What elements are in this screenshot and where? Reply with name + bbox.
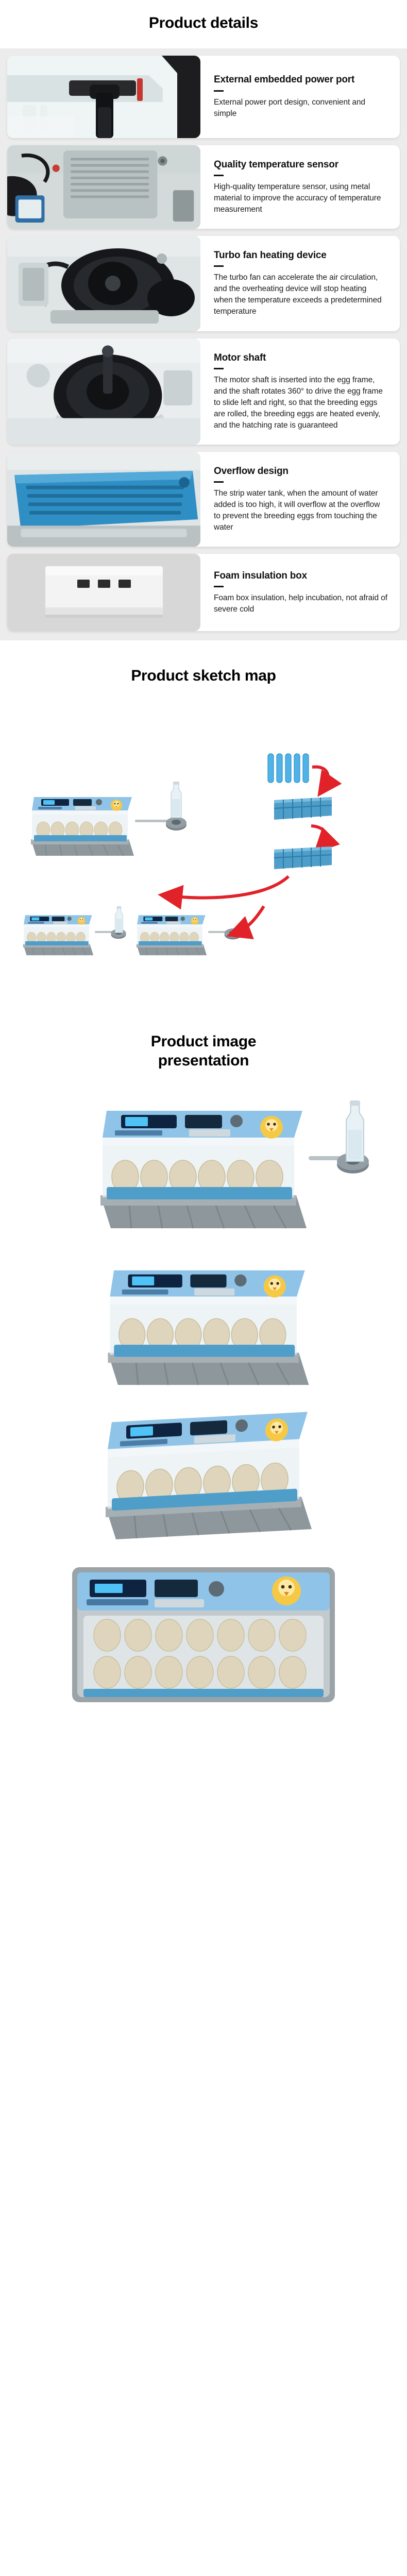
feature-description: High-quality temperature sensor, using m… (214, 182, 381, 214)
foam-box-photo (7, 554, 200, 632)
feature-description: External power port design, convenient a… (214, 97, 365, 118)
feature-card-text: Overflow design The strip water tank, wh… (200, 452, 400, 547)
feature-title: Quality temperature sensor (214, 159, 338, 170)
feature-card-text: External embedded power port External po… (200, 56, 400, 138)
feature-description: The strip water tank, when the amount of… (214, 489, 380, 532)
feature-card-text: Motor shaft The motor shaft is inserted … (200, 338, 400, 445)
sketch-node-egg-tray-top (274, 796, 340, 853)
feature-card: Foam insulation box Foam box insulation,… (7, 554, 400, 632)
title-divider (214, 367, 224, 369)
power-port-photo (7, 55, 200, 138)
product-sketch-heading-block: Product sketch map (0, 640, 407, 704)
title-divider (214, 481, 224, 483)
product-gallery-heading-block: Product image presentation (0, 1008, 407, 1086)
sketch-node-bottle-stack (267, 753, 342, 797)
feature-card: Quality temperature sensor High-quality … (7, 145, 400, 229)
feature-description: Foam box insulation, help incubation, no… (214, 594, 387, 614)
feature-title: External embedded power port (214, 74, 355, 86)
feature-title: Overflow design (214, 465, 289, 477)
turbo-fan-photo (7, 235, 200, 331)
incubator-side-angle-lid (0, 1395, 407, 1550)
feature-title: Turbo fan heating device (214, 250, 327, 261)
sketch-map-diagram (0, 704, 407, 1008)
feature-card-text: Quality temperature sensor High-quality … (200, 145, 400, 229)
feature-card: Turbo fan heating device The turbo fan c… (7, 235, 400, 331)
page-title: Product details (148, 14, 259, 31)
feature-description: The motor shaft is inserted into the egg… (214, 375, 383, 430)
feature-card-text: Foam insulation box Foam box insulation,… (200, 554, 400, 631)
feature-card: Overflow design The strip water tank, wh… (7, 451, 400, 547)
incubator-front-angle-with-bottle (0, 1086, 407, 1241)
temperature-sensor-photo (7, 145, 200, 229)
product-image-gallery (0, 1086, 407, 1725)
section-title-gallery-line1: Product image (150, 1032, 257, 1050)
sketch-node-egg-tray-bottom (158, 845, 332, 910)
incubator-front-angle-closed (0, 1240, 407, 1395)
product-details-heading-block: Product details (0, 0, 407, 48)
section-title-sketch: Product sketch map (131, 667, 276, 685)
overflow-design-photo (7, 451, 200, 547)
title-divider (214, 586, 224, 588)
title-divider (214, 174, 224, 176)
sketch-node-incubator-bottle-left (23, 906, 126, 956)
sketch-node-incubator-cap-right (136, 905, 265, 956)
section-title-gallery-line2: presentation (158, 1052, 249, 1070)
title-divider (214, 90, 224, 92)
feature-card: Motor shaft The motor shaft is inserted … (7, 338, 400, 445)
feature-card-text: Turbo fan heating device The turbo fan c… (200, 236, 400, 331)
product-details-panel: External embedded power port External po… (0, 48, 407, 641)
incubator-top-view-open-eggs (0, 1549, 407, 1720)
title-divider (214, 265, 224, 267)
feature-description: The turbo fan can accelerate the air cir… (214, 273, 382, 316)
feature-title: Motor shaft (214, 352, 266, 363)
motor-shaft-photo (7, 338, 200, 445)
feature-title: Foam insulation box (214, 570, 307, 581)
sketch-node-incubator-main (30, 781, 186, 856)
feature-card: External embedded power port External po… (7, 55, 400, 138)
